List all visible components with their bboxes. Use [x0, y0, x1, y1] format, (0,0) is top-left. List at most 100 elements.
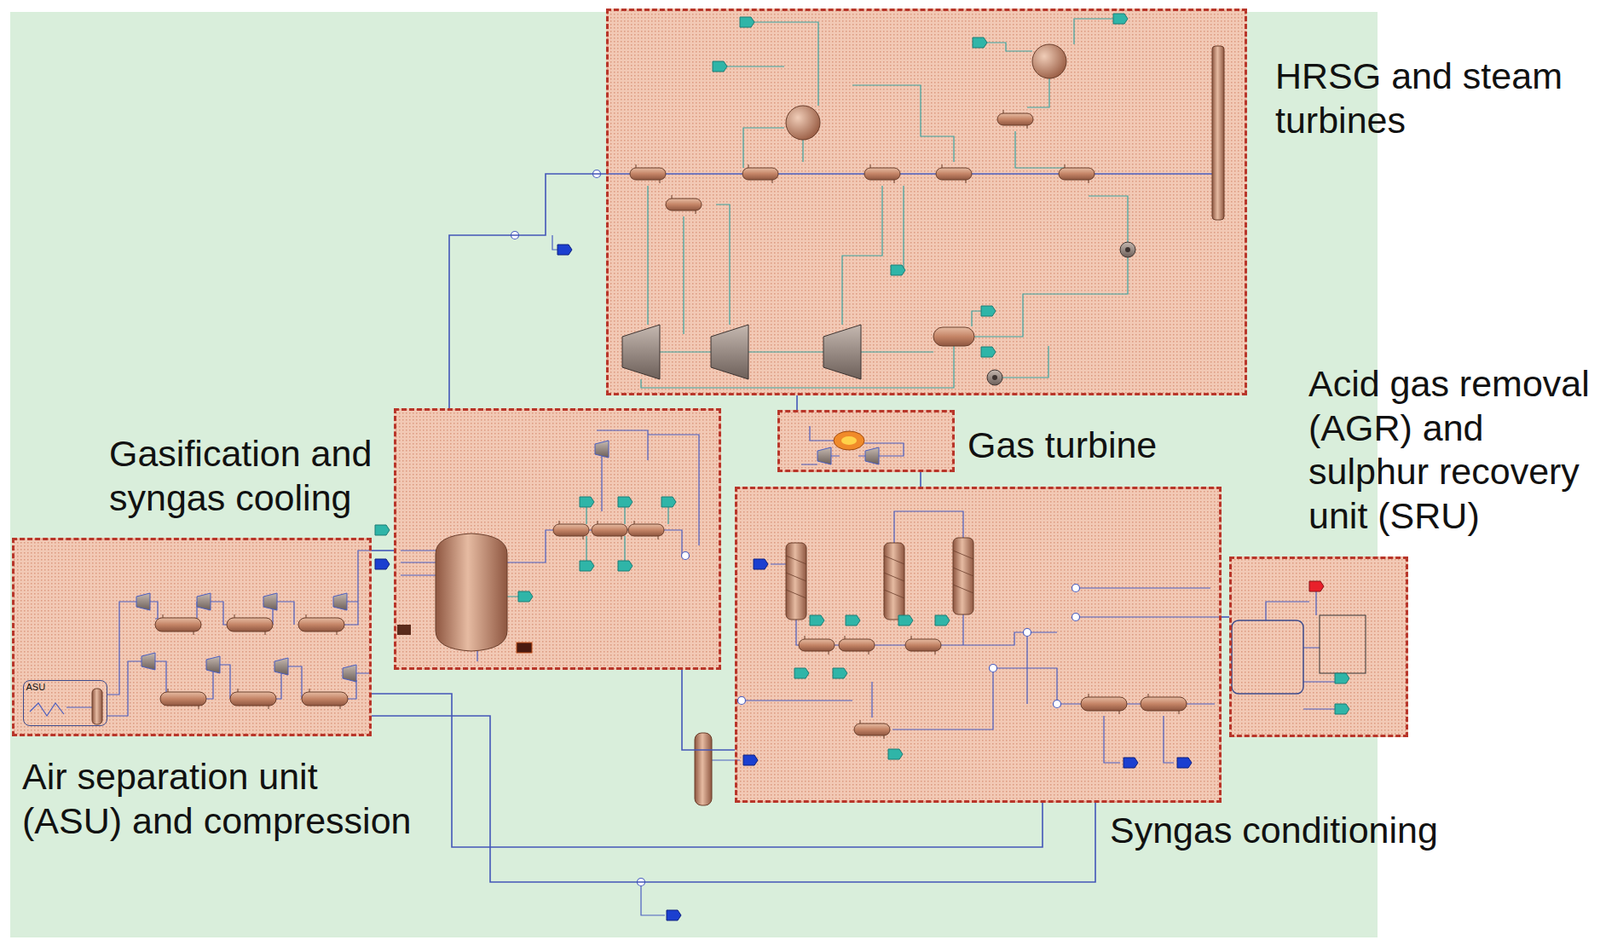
condenser	[933, 327, 975, 347]
intercooler	[226, 614, 273, 636]
heat-exchanger	[628, 520, 665, 540]
combustor	[833, 431, 865, 451]
mixer-symbol	[1072, 584, 1081, 593]
area-label: Acid gas removal (AGR) and sulphur recov…	[1308, 362, 1595, 538]
stream-tag	[661, 496, 676, 508]
shift-reactor	[785, 542, 807, 620]
region-fill	[777, 410, 955, 473]
stream-tag	[888, 749, 903, 760]
stream-tag	[981, 306, 996, 317]
stream-tag	[375, 559, 390, 570]
intercooler	[230, 688, 277, 710]
region-fill	[393, 408, 722, 671]
stream-line	[1221, 616, 1230, 619]
heat-exchanger	[665, 195, 702, 214]
compressor-symbol	[263, 593, 278, 611]
stream-tag	[1177, 757, 1192, 769]
heat-exchanger	[629, 164, 666, 184]
stream-tag	[739, 17, 755, 28]
process-area: Acid gas removal (AGR) and sulphur recov…	[1229, 556, 1409, 738]
water-lines	[507, 507, 669, 597]
stream-tag	[890, 265, 906, 276]
process-area: Syngas conditioning	[734, 486, 1222, 803]
stream-tag	[753, 559, 769, 570]
stream-line	[371, 693, 1043, 848]
heat-exchanger	[798, 635, 835, 655]
process-area: Gas turbine	[777, 410, 955, 473]
compressor-symbol	[342, 664, 357, 682]
stream-tag	[743, 755, 758, 766]
compressor-symbol	[206, 656, 220, 674]
process-area: Gasification and syngas cooling	[393, 408, 722, 671]
stream-line	[796, 395, 798, 411]
stream-tag	[518, 591, 533, 602]
stream-tag	[375, 525, 390, 536]
slag-block	[516, 642, 532, 653]
mixer-symbol	[1053, 700, 1062, 709]
pump-symbol	[1120, 242, 1136, 258]
process-area: HRSG and steam turbines	[606, 8, 1248, 396]
heat-exchanger	[854, 720, 890, 740]
stream-tag	[935, 615, 950, 626]
steam-drum	[1032, 44, 1067, 79]
stream-tag	[1334, 704, 1350, 715]
heat-exchanger	[864, 164, 901, 184]
stream-tag	[981, 346, 996, 358]
compressor-symbol	[141, 652, 156, 671]
steam-lines	[641, 18, 1128, 388]
syngas-lines	[400, 430, 699, 662]
scrubber-column	[694, 733, 712, 806]
region-fill	[606, 8, 1248, 396]
stream-line	[919, 472, 922, 487]
stream-tag	[898, 615, 913, 626]
stream-tag	[1309, 581, 1324, 592]
compressor-symbol	[865, 447, 879, 465]
mixer-symbol	[989, 664, 998, 673]
mixer-symbol	[1023, 629, 1032, 637]
capture-block	[1231, 620, 1304, 694]
heat-exchanger	[838, 635, 875, 655]
compressor-symbol	[333, 593, 347, 611]
region-fill	[1229, 556, 1409, 738]
steam-turbine	[622, 324, 660, 380]
stream-tag	[666, 910, 682, 921]
region-fill	[11, 537, 372, 737]
steam-drum	[785, 105, 821, 140]
shift-reactor	[883, 542, 905, 620]
heat-exchanger	[997, 109, 1034, 129]
stream-tag	[809, 615, 825, 626]
stream-tag	[579, 560, 595, 572]
intercooler	[298, 614, 345, 636]
stream-tag	[557, 244, 572, 255]
stream-line	[371, 549, 394, 552]
mixer-symbol	[738, 697, 746, 705]
stream-tag	[618, 496, 633, 508]
air-lines	[29, 550, 372, 717]
stream-tag	[1334, 673, 1350, 684]
mixer-symbol	[1072, 613, 1081, 622]
stream-tag	[579, 496, 595, 508]
heat-exchanger	[905, 635, 942, 655]
stream-tag	[1123, 757, 1138, 769]
stream-tag	[618, 560, 633, 572]
gas-lines	[801, 426, 904, 465]
stream-tag	[794, 668, 809, 679]
compressor-symbol	[196, 593, 211, 611]
compressor-symbol	[594, 440, 609, 458]
stream-line	[449, 173, 607, 409]
area-label: Syngas conditioning	[1109, 808, 1439, 854]
stream-tag	[712, 61, 728, 72]
stream-tag	[972, 37, 988, 48]
heat-exchanger	[1058, 164, 1095, 184]
steam-turbine	[710, 324, 749, 380]
intercooler	[155, 614, 202, 636]
stream-line-art	[552, 235, 558, 250]
area-label: HRSG and steam turbines	[1275, 54, 1576, 143]
heat-exchanger	[553, 520, 590, 540]
stream-tag	[832, 668, 848, 679]
steam-turbine	[823, 324, 861, 380]
pump-symbol	[987, 369, 1003, 386]
compressor-symbol	[274, 658, 289, 676]
syngas-lines	[711, 511, 1222, 763]
heat-exchanger	[1140, 693, 1187, 715]
